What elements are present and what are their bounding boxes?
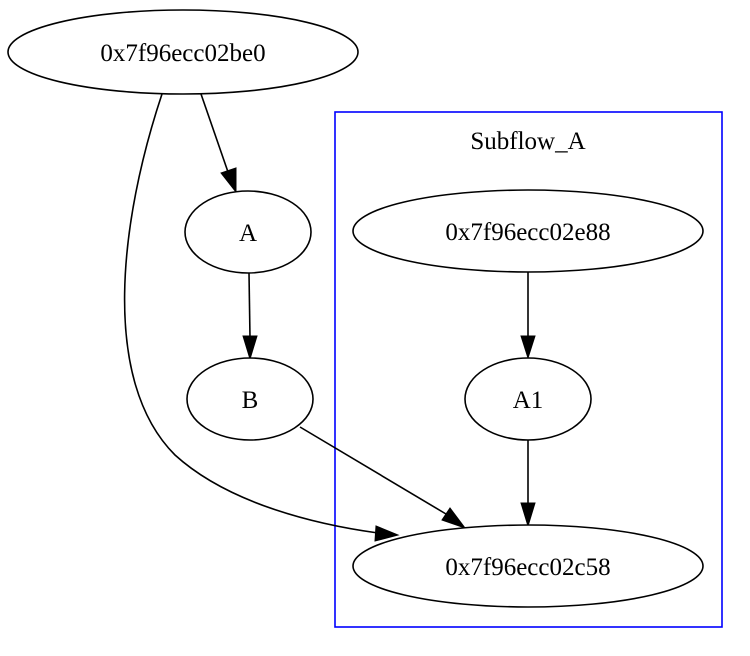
node-a[interactable]: A [184,190,312,274]
node-a-label: A [239,220,257,247]
node-b[interactable]: B [186,357,314,441]
edge-a-to-b [242,272,258,361]
arrowhead-a1-to-bottom [520,502,536,528]
edges [123,93,536,542]
nodes: 0x7f96ecc02be0 A B 0x7f96ecc02e88 A1 0x7… [7,9,704,608]
cluster-border [334,111,723,628]
cluster-subflow-a: Subflow_A [334,111,723,628]
arrowhead-subtop-to-a1 [520,335,536,360]
arrowhead-b-to-bottom [441,507,467,530]
edge-top-to-a [200,93,237,194]
node-bottom[interactable]: 0x7f96ecc02c58 [352,524,704,608]
node-sub-top[interactable]: 0x7f96ecc02e88 [352,189,704,273]
node-b-label: B [242,387,259,414]
arrowhead-a-to-b [242,335,258,361]
node-a1-label: A1 [513,387,544,414]
edge-subtop-to-a1 [520,271,536,360]
node-bottom-label: 0x7f96ecc02c58 [445,554,610,581]
arrowhead-top-to-bottom [374,525,400,542]
node-top-label: 0x7f96ecc02be0 [100,40,265,67]
edge-top-to-bottom [123,93,400,542]
arrowhead-top-to-a [220,167,237,194]
node-a1[interactable]: A1 [464,357,592,441]
cluster-label: Subflow_A [470,128,585,155]
edge-b-to-bottom [299,426,467,530]
node-top[interactable]: 0x7f96ecc02be0 [7,9,359,95]
edge-a1-to-bottom [520,440,536,528]
node-sub-top-label: 0x7f96ecc02e88 [445,219,610,246]
